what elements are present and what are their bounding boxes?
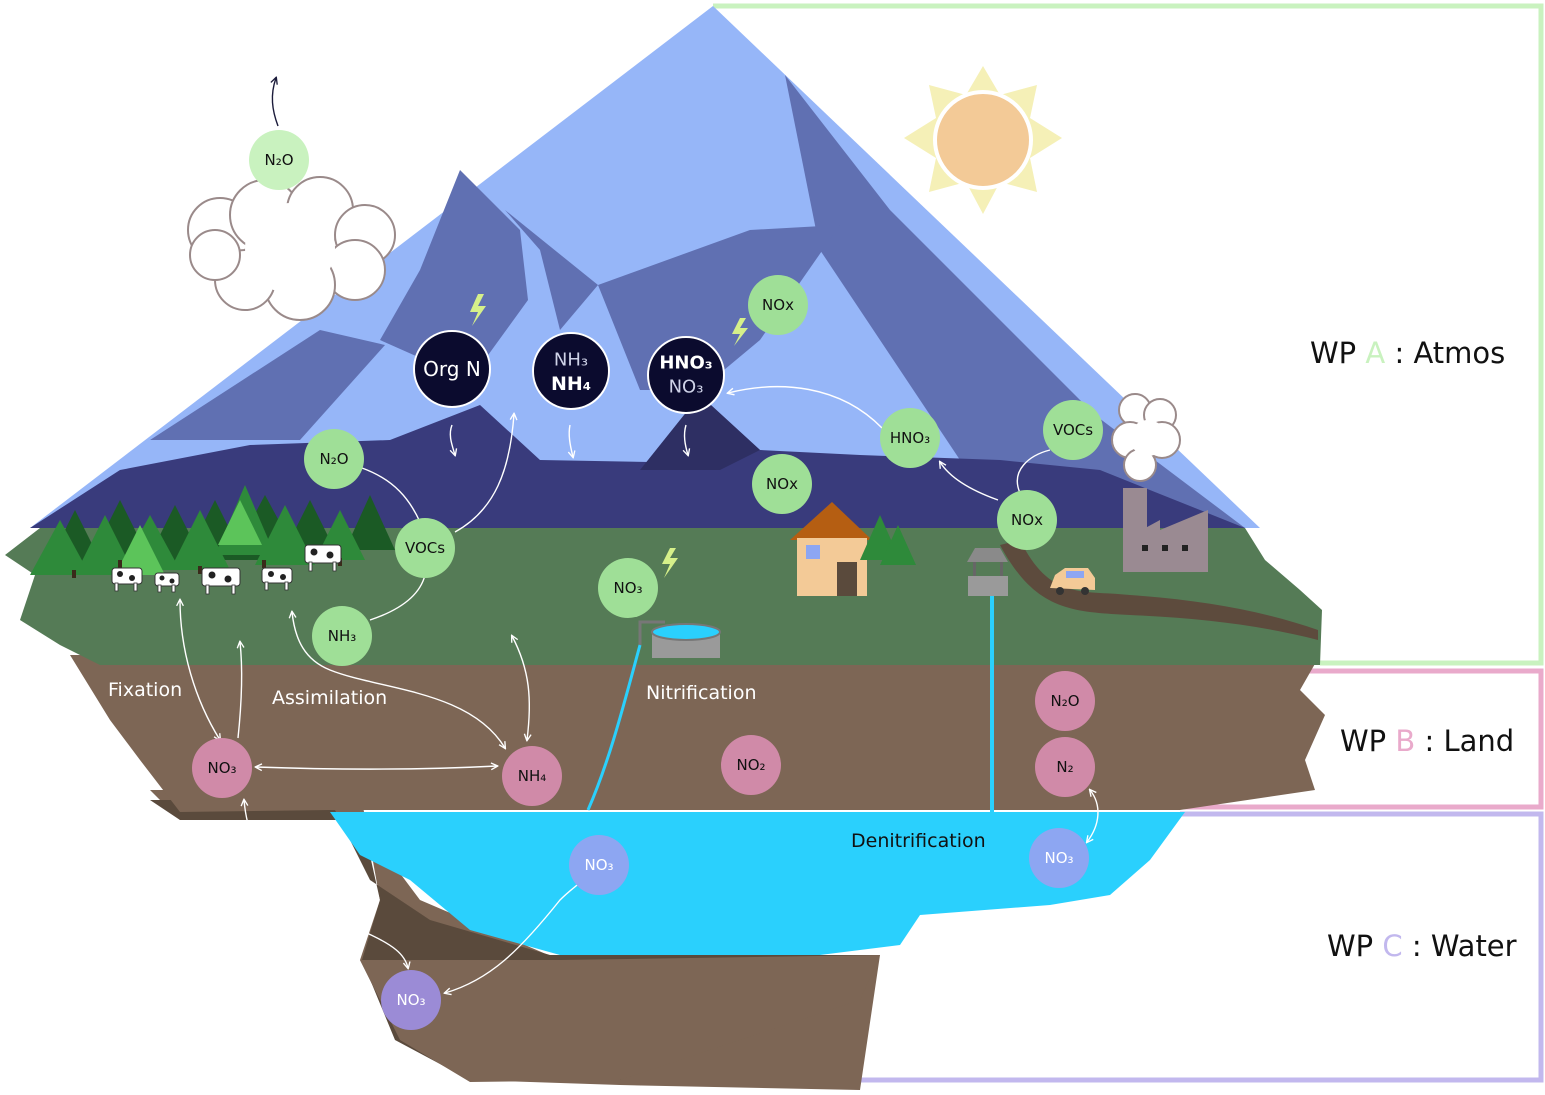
lightning-icons	[470, 294, 748, 578]
node-no2-land: NO₂	[736, 756, 765, 774]
label-nitrification: Nitrification	[646, 682, 756, 704]
label-fixation: Fixation	[108, 679, 182, 701]
arrow-nox-to-hno3	[940, 462, 999, 501]
node-nox-mid: NOx	[766, 475, 798, 493]
soil-layer	[70, 655, 1325, 812]
node-hno3-line2: NO₃	[669, 377, 704, 398]
node-vocs-left: VOCs	[405, 539, 445, 557]
node-n2o-left: N₂O	[319, 450, 348, 468]
wp-b-frame	[1180, 668, 1544, 810]
ridge-accent	[640, 395, 760, 470]
wp-b-label: WP B : Land	[1340, 724, 1514, 758]
node-n2o-top: N₂O	[264, 151, 293, 169]
wp-a-label: WP A : Atmos	[1310, 336, 1505, 370]
node-no3-lake: NO₃	[584, 856, 613, 874]
mountain-shadow-right	[785, 75, 1245, 528]
water-treatment	[638, 620, 721, 658]
factory-smoke	[1111, 393, 1181, 482]
arrow-fixation	[180, 600, 220, 740]
process-labels: Fixation Assimilation Nitrification Deni…	[108, 679, 986, 852]
label-denitrification: Denitrification	[851, 830, 986, 852]
line-vocs-nox	[1016, 449, 1051, 494]
wp-c-label: WP C : Water	[1327, 929, 1517, 963]
sun	[904, 66, 1062, 214]
wp-a-frame	[713, 3, 1544, 666]
node-vocs-right: VOCs	[1053, 421, 1093, 439]
arrow-hno3-to-dark	[728, 386, 883, 429]
node-n2-land: N₂	[1056, 758, 1073, 776]
atmos-nodes: N₂O NOx N₂O VOCs NH₃ NOx HNO₃ VOCs NOx N…	[249, 130, 1103, 666]
house	[790, 502, 916, 596]
pipe-treatment	[586, 644, 642, 811]
wp-c-suffix: : Water	[1411, 929, 1517, 963]
arrows	[180, 78, 1099, 993]
wp-c-prefix: WP	[1327, 929, 1374, 963]
lightning-icon	[470, 294, 486, 326]
node-hno3-dark	[647, 336, 725, 414]
cloud	[187, 176, 396, 321]
arrow-no3-deep	[244, 800, 408, 968]
arrow-orgn-down	[450, 424, 455, 455]
arrow-no3-nh4	[256, 766, 497, 769]
cow	[261, 567, 293, 591]
wp-frames	[620, 3, 1544, 1083]
arrow-assimilation	[292, 612, 505, 748]
wp-b-prefix: WP	[1340, 724, 1387, 758]
node-no3-field: NO₃	[613, 579, 642, 597]
factory	[1123, 488, 1208, 572]
arrow-n2-no3	[1087, 790, 1099, 842]
node-nh	[532, 332, 610, 410]
node-org-n-label: Org N	[423, 357, 481, 381]
node-no3-deep: NO₃	[396, 991, 425, 1009]
mountain-shadow-center	[505, 210, 598, 330]
node-nox-right: NOx	[1011, 511, 1043, 529]
node-n2o-land: N₂O	[1050, 692, 1079, 710]
dark-nodes: Org N NH₃ NH₄ HNO₃ NO₃	[413, 330, 725, 414]
node-hno3-green: HNO₃	[890, 429, 930, 447]
arrow-n2o-up	[272, 78, 279, 127]
mountain-shadow-left	[380, 170, 528, 380]
land-nodes: NO₃ NH₄ NO₂ N₂O N₂	[192, 671, 1095, 806]
cow	[154, 572, 180, 593]
node-hno3-line1: HNO₃	[659, 353, 712, 374]
node-nh4-land: NH₄	[518, 767, 547, 785]
arrow-nh4-up	[512, 636, 529, 740]
lightning-icon	[732, 318, 748, 346]
water-nodes: NO₃ NO₃ NO₃	[381, 828, 1089, 1030]
wp-b-letter: B	[1395, 724, 1416, 758]
node-nh3: NH₃	[328, 627, 357, 645]
wp-a-suffix: : Atmos	[1394, 336, 1506, 370]
node-no3-land: NO₃	[207, 759, 236, 777]
mountains	[30, 6, 1260, 528]
arrow-hno3-down	[685, 424, 688, 455]
wp-c-letter: C	[1382, 929, 1403, 963]
cow	[111, 567, 143, 592]
wp-c-frame	[620, 811, 1544, 1083]
cow	[304, 544, 342, 572]
wp-a-letter: A	[1365, 336, 1386, 370]
arrow-deep-lake	[445, 878, 585, 993]
node-nh-line1: NH₃	[554, 350, 588, 371]
node-no3-lake-right: NO₃	[1044, 849, 1073, 867]
dark-ridge	[30, 395, 1245, 528]
car	[1050, 568, 1095, 595]
lightning-icon	[662, 548, 678, 578]
road	[1000, 540, 1318, 640]
line-n2o-vocs	[361, 467, 421, 523]
wp-a-prefix: WP	[1310, 336, 1357, 370]
arrow-fixation-2	[238, 642, 242, 739]
node-org-n	[413, 330, 491, 408]
node-nox-top: NOx	[762, 296, 794, 314]
arrow-vocs-up	[454, 414, 514, 533]
node-nh-line2: NH₄	[551, 373, 591, 395]
mountain-face-left	[150, 330, 385, 440]
cow	[201, 567, 241, 595]
arrow-nh-down	[569, 424, 573, 457]
well	[967, 548, 1008, 596]
sun-disc	[933, 90, 1033, 190]
label-assimilation: Assimilation	[272, 687, 387, 709]
cows	[111, 544, 342, 595]
wp-b-suffix: : Land	[1424, 724, 1515, 758]
